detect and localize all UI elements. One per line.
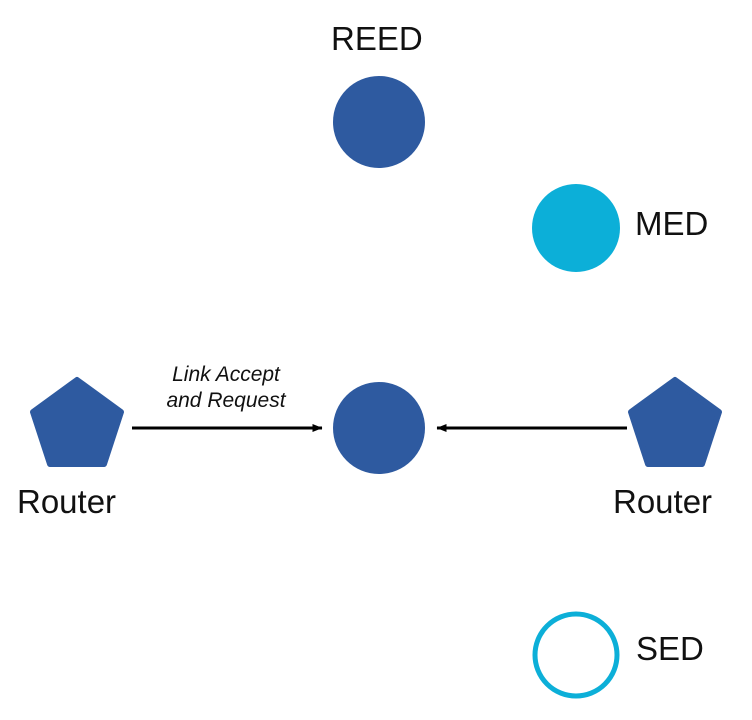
node-router-right-pentagon[interactable] bbox=[628, 377, 722, 467]
node-med-circle[interactable] bbox=[532, 184, 620, 272]
node-leader-circle[interactable] bbox=[333, 382, 425, 474]
node-label-router-left: Router bbox=[17, 483, 117, 520]
node-router-left-pentagon[interactable] bbox=[30, 377, 124, 467]
node-reed-circle[interactable] bbox=[333, 76, 425, 168]
node-label-router-right: Router bbox=[613, 483, 713, 520]
edge-label-line-1: Link Accept bbox=[172, 363, 280, 386]
node-label-sed: SED bbox=[636, 630, 704, 667]
node-sed-circle[interactable] bbox=[532, 611, 620, 699]
node-label-reed: REED bbox=[331, 20, 423, 57]
node-label-med: MED bbox=[635, 205, 709, 242]
edge-label-link-accept-and-request: Link Accept and Request bbox=[146, 362, 306, 414]
edge-label-line-2: and Request bbox=[166, 389, 286, 412]
